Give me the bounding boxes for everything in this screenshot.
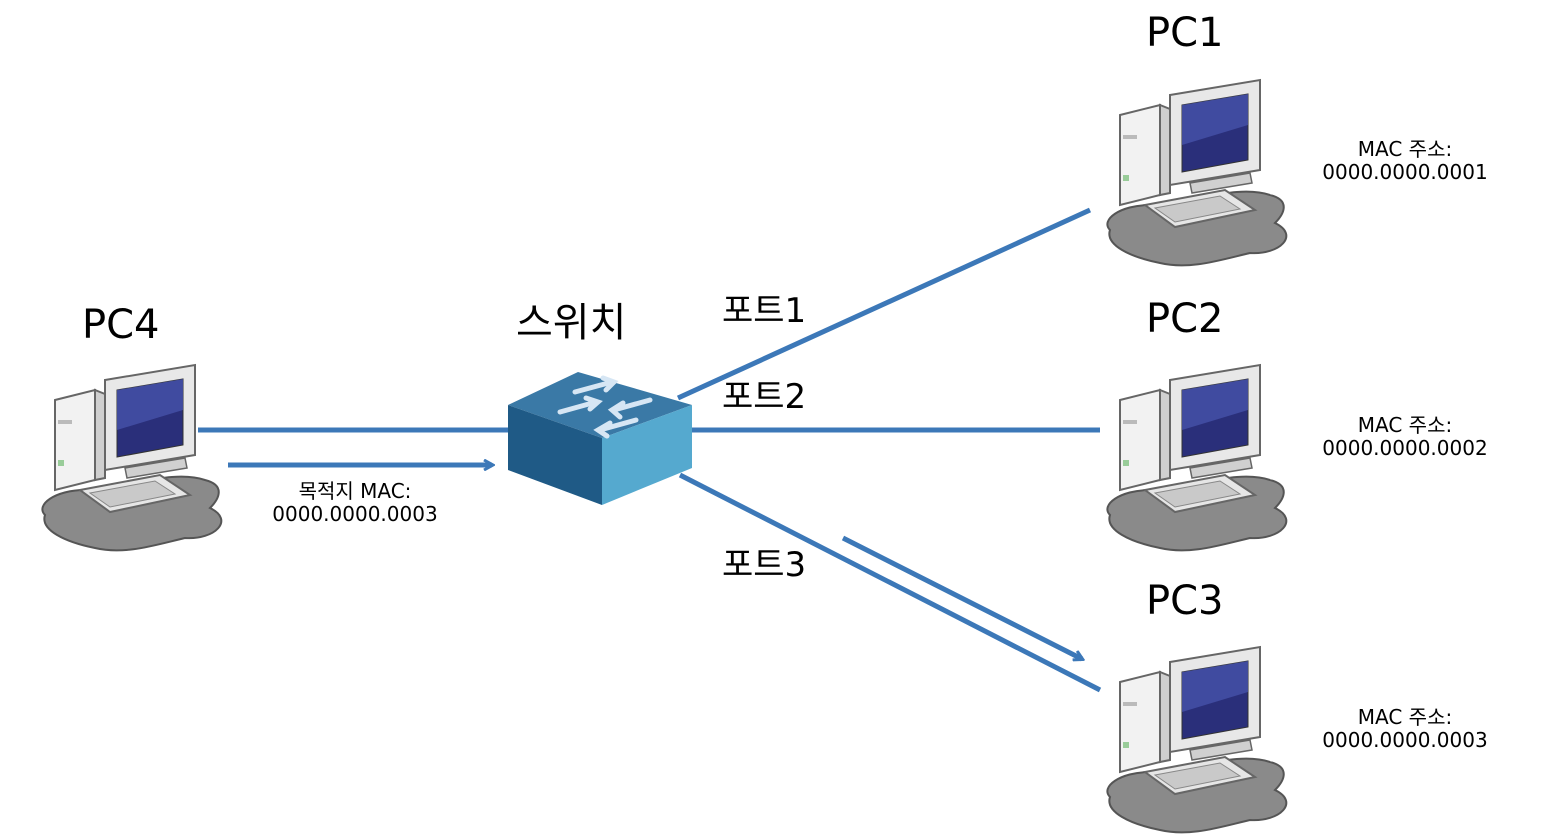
link-switch-pc3 [678, 472, 1102, 693]
pc3-mac-block: MAC 주소: 0000.0000.0003 [1312, 706, 1498, 752]
pc3-label: PC3 [1146, 578, 1224, 624]
pc4-label: PC4 [82, 302, 160, 348]
pc1-mac-address: 0000.0000.0001 [1322, 160, 1488, 184]
pc1-mac-label: MAC 주소: [1357, 137, 1453, 161]
pc2-icon [1106, 364, 1288, 552]
switch-label: 스위치 [516, 300, 627, 346]
pc2-mac-address: 0000.0000.0002 [1322, 436, 1488, 460]
pc1-label: PC1 [1146, 10, 1224, 56]
pc3-mac-label: MAC 주소: [1357, 705, 1453, 729]
frame-destination-mac: 0000.0000.0003 [272, 502, 438, 526]
frame-destination-label: 목적지 MAC: [298, 479, 412, 503]
pc3-icon [1106, 646, 1288, 834]
port3-label: 포트3 [722, 545, 807, 585]
frame-destination-block: 목적지 MAC: 0000.0000.0003 [260, 480, 450, 526]
pc4-icon [41, 364, 223, 552]
pc1-mac-block: MAC 주소: 0000.0000.0001 [1312, 138, 1498, 184]
pc2-mac-label: MAC 주소: [1357, 413, 1453, 437]
frame-arrow-switch-to-pc3 [841, 535, 1082, 659]
link-switch-pc1 [676, 207, 1092, 401]
pc3-mac-address: 0000.0000.0003 [1322, 728, 1488, 752]
port2-label: 포트2 [722, 377, 807, 417]
pc2-label: PC2 [1146, 296, 1224, 342]
switch-icon [508, 372, 692, 505]
pc1-icon [1106, 79, 1288, 267]
port1-label: 포트1 [722, 291, 807, 331]
pc2-mac-block: MAC 주소: 0000.0000.0002 [1312, 414, 1498, 460]
